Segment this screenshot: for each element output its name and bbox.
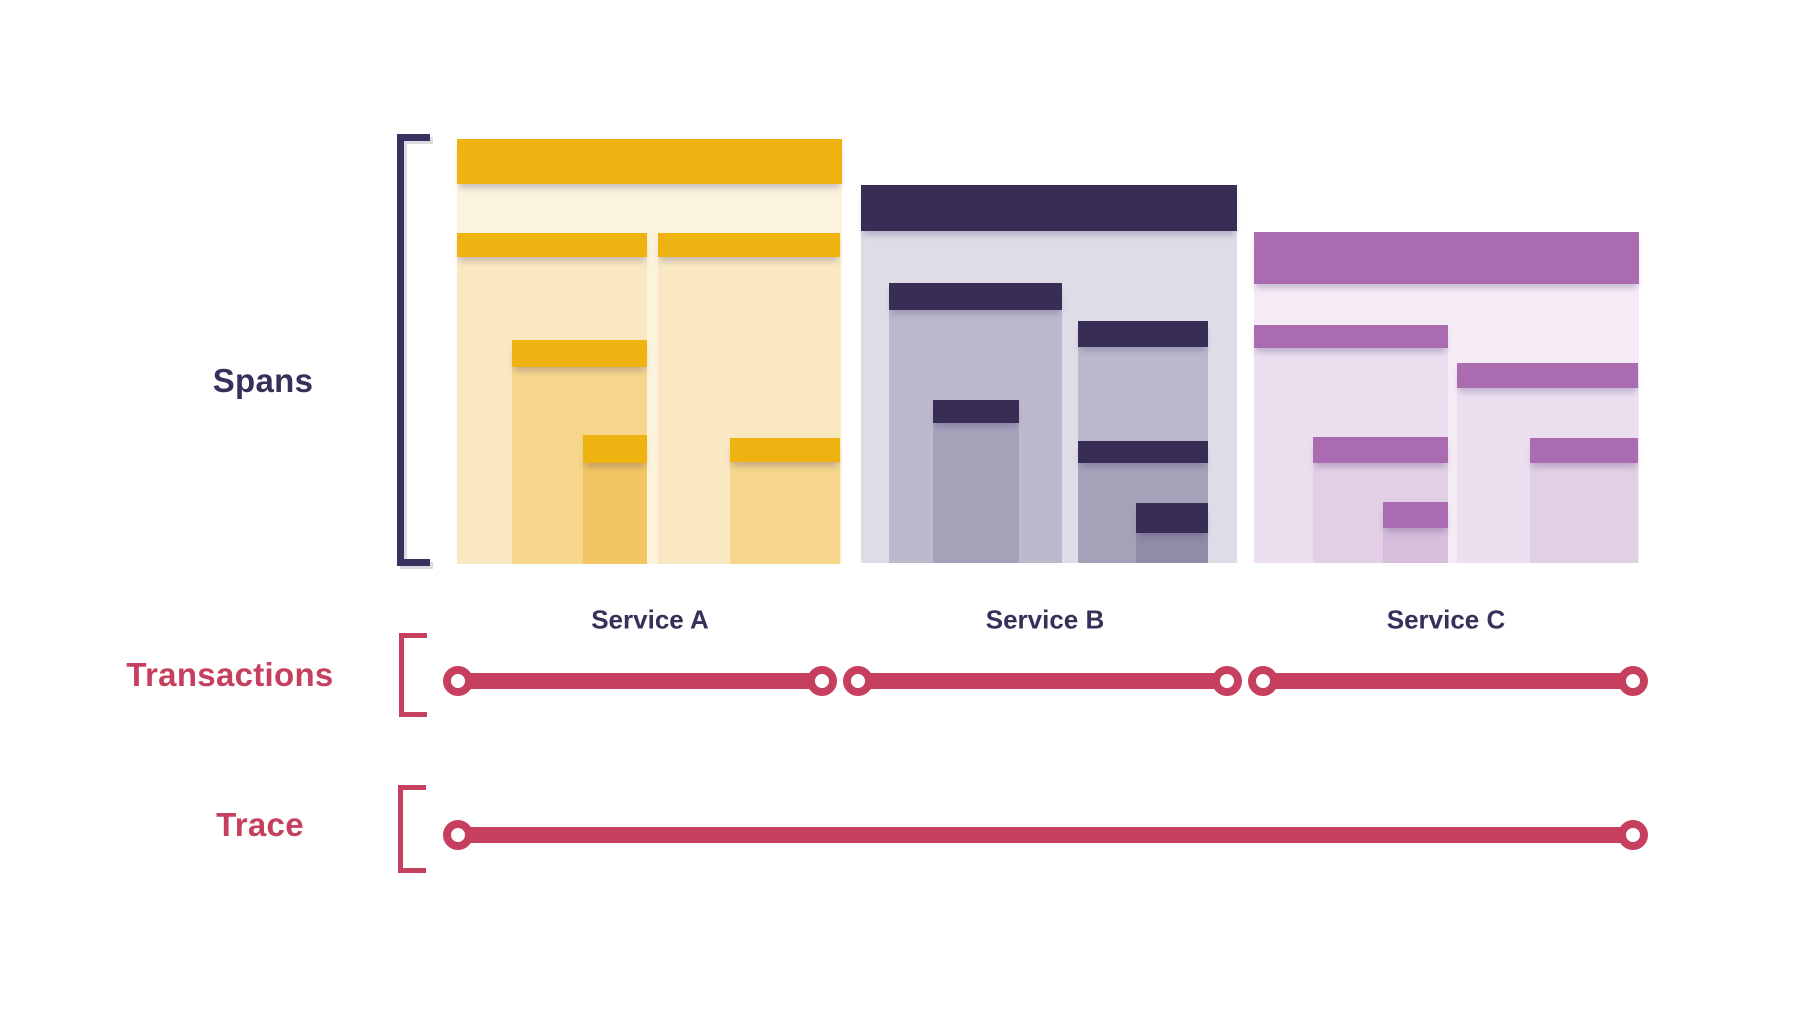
service-b-span-bar <box>1078 321 1208 347</box>
service-a-label: Service A <box>591 604 709 635</box>
service-a-span-bar <box>457 233 647 257</box>
trace-bracket <box>398 785 426 873</box>
service-c-label: Service C <box>1386 604 1506 635</box>
service-b-span-bar <box>1136 503 1208 533</box>
timeline-node <box>443 820 473 850</box>
service-a-span-bar <box>658 233 840 257</box>
service-b-span-bar <box>933 400 1019 423</box>
service-a-span-bar <box>730 438 840 462</box>
timeline-node <box>843 666 873 696</box>
service-b-span-bar <box>1078 441 1208 463</box>
spans-bracket <box>397 134 430 566</box>
timeline-node <box>443 666 473 696</box>
service-b-label: Service B <box>985 604 1105 635</box>
transactions-bracket <box>399 633 427 717</box>
service-a-span-bar <box>457 139 842 184</box>
service-b-span-container <box>933 423 1019 563</box>
timeline-line <box>458 673 822 689</box>
service-c-span-bar <box>1383 502 1448 528</box>
spans-label: Spans <box>212 362 314 399</box>
service-b-span-container <box>1136 533 1208 563</box>
timeline-node <box>1212 666 1242 696</box>
service-a-span-bar <box>512 340 647 367</box>
service-b-span-bar <box>889 283 1062 310</box>
service-a-span-bar <box>583 435 647 463</box>
service-a-span-container <box>730 462 840 564</box>
service-c-span-bar <box>1457 363 1638 388</box>
service-a-span-container <box>583 463 647 564</box>
timeline-line <box>858 673 1227 689</box>
service-c-span-bar <box>1313 437 1448 463</box>
timeline-node <box>1618 820 1648 850</box>
timeline-node <box>1618 666 1648 696</box>
transactions-label: Transactions <box>126 656 334 693</box>
service-c-span-bar <box>1530 438 1638 463</box>
service-c-span-bar <box>1254 325 1448 348</box>
timeline-line <box>458 827 1633 843</box>
trace-label: Trace <box>216 806 304 843</box>
service-c-span-bar <box>1254 232 1639 284</box>
timeline-node <box>1248 666 1278 696</box>
service-c-span-container <box>1530 463 1638 563</box>
timeline-node <box>807 666 837 696</box>
timeline-line <box>1263 673 1633 689</box>
service-b-span-bar <box>861 185 1237 231</box>
service-c-span-container <box>1383 528 1448 563</box>
